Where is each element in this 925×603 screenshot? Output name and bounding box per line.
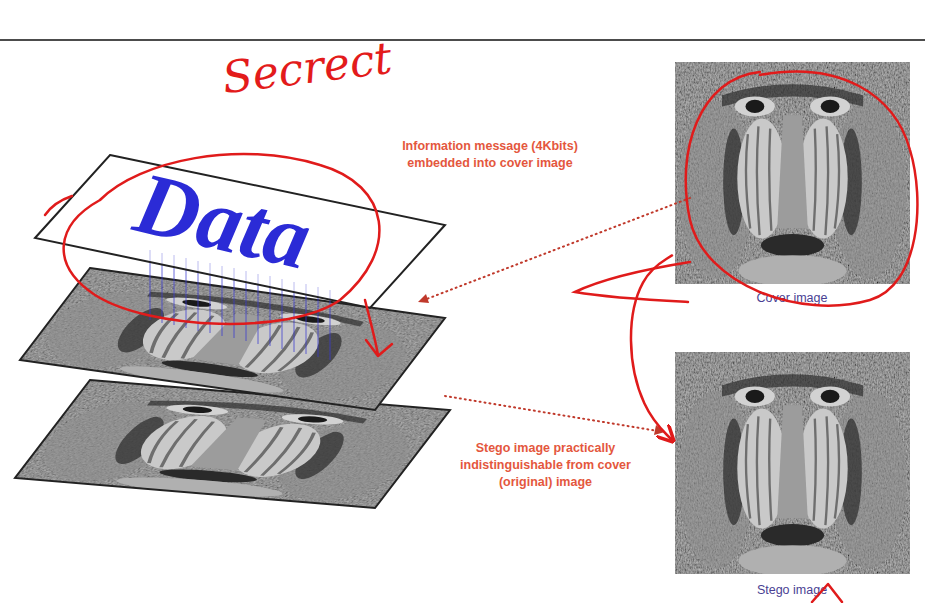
stego-image-box: Stego image: [672, 350, 912, 600]
embedded-text: Data: [127, 158, 318, 283]
arrow-head: [654, 425, 665, 435]
stego-image-picture: [675, 352, 910, 576]
embedding-lines: [150, 250, 330, 360]
rule-line: [0, 39, 925, 41]
cover-image-box: Cover image: [672, 62, 912, 310]
annotation-text: Information message (4Kbits) embedded in…: [385, 138, 595, 172]
ink-caret: [812, 584, 842, 602]
layer-outline: [35, 155, 445, 310]
layer-sheet: [35, 155, 445, 308]
image-caption: Cover image: [672, 291, 912, 305]
ink-circle: [686, 72, 918, 306]
hand-drawn-arrow: [631, 255, 672, 440]
layer-outline: [15, 380, 450, 508]
ink-arrow: [365, 300, 392, 356]
layer-outline: [20, 268, 445, 410]
baboon-image: [14, 380, 450, 509]
dotted-arrow: [445, 396, 658, 431]
image-caption: Stego image: [672, 583, 912, 597]
ink-circle: [64, 154, 380, 324]
data-layer: Data: [35, 155, 445, 310]
handwritten-note: Secrect: [220, 36, 394, 100]
annotation-text: Stego image practically indistinguishabl…: [443, 440, 648, 491]
cover-layer-image: [19, 268, 445, 411]
baboon-image: [19, 268, 445, 411]
ink-stroke: [45, 196, 72, 215]
ink-chevron: [575, 262, 690, 302]
cover-image-picture: [675, 62, 910, 286]
stego-layer-image: [14, 380, 450, 509]
dotted-arrow: [424, 198, 690, 300]
arrow-head: [418, 294, 429, 303]
